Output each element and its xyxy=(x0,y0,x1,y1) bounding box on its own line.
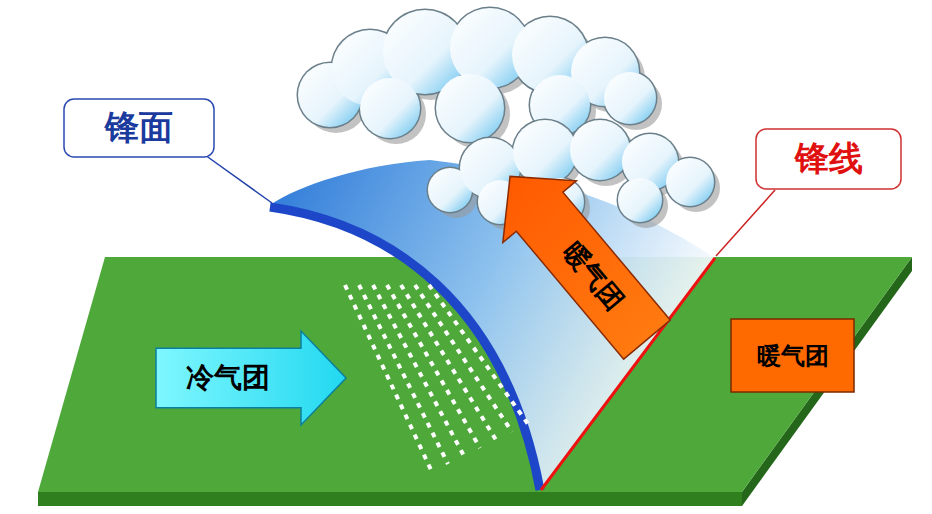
cold-air-arrow: 冷气团 xyxy=(155,330,347,426)
warm-air-arrow: 暖气团 xyxy=(471,144,684,372)
leader-line xyxy=(205,155,272,203)
rain-streak xyxy=(401,285,496,440)
leader-line xyxy=(716,190,775,256)
callout-box: 锋面 xyxy=(63,98,215,158)
node-label: 锋面 xyxy=(105,105,173,151)
node-label: 冷气团 xyxy=(186,359,270,397)
rain-streak xyxy=(373,285,464,456)
rain-streak xyxy=(429,285,528,424)
ground-side xyxy=(38,492,742,506)
air-mass-box: 暖气团 xyxy=(730,318,855,393)
rain-streak xyxy=(415,285,512,432)
callout-box: 锋线 xyxy=(755,128,902,190)
node-label: 暖气团 xyxy=(757,340,829,372)
node-label: 锋线 xyxy=(795,136,863,182)
rain-streak xyxy=(387,285,480,448)
rain xyxy=(345,285,528,472)
